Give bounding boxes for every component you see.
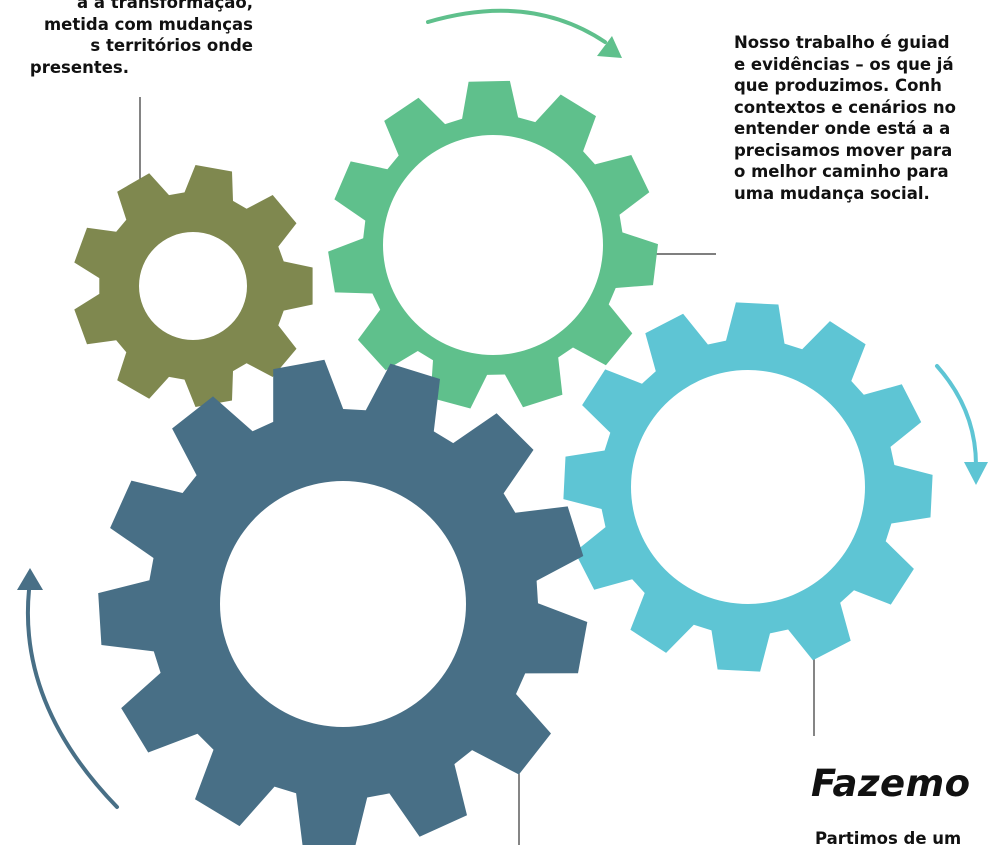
text-line: metida com mudanças bbox=[43, 14, 253, 34]
navy-gear-icon bbox=[98, 359, 588, 845]
teal-arrow-head bbox=[964, 462, 988, 485]
top-left-paragraph: a a transformação, metida com mudanças s… bbox=[0, 0, 253, 78]
green-arrow-head bbox=[597, 36, 622, 58]
teal-arrow-icon bbox=[935, 364, 978, 467]
text-line: o melhor caminho para bbox=[734, 162, 949, 181]
text-line: presentes. bbox=[29, 57, 129, 77]
text-line: s territórios onde bbox=[90, 36, 253, 55]
green-gear-icon bbox=[328, 80, 658, 409]
teal-gear-icon bbox=[563, 302, 933, 672]
text-line: e evidências – os que já bbox=[734, 54, 954, 74]
text-line: precisamos mover para bbox=[734, 140, 953, 160]
text-line: Nosso trabalho é guiad bbox=[734, 33, 950, 52]
bottom-right-paragraph: Partimos de um bbox=[815, 829, 962, 848]
top-right-paragraph: Nosso trabalho é guiad e evidências – os… bbox=[734, 32, 956, 204]
navy-arrow-icon bbox=[25, 588, 119, 809]
text-line: a a transformação, bbox=[77, 0, 253, 12]
text-line: entender onde está a a bbox=[734, 119, 951, 138]
navy-arrow-head bbox=[17, 568, 43, 590]
olive-gear-icon bbox=[74, 165, 313, 407]
section-heading: Fazemo bbox=[811, 762, 971, 805]
text-line: que produzimos. Conh bbox=[734, 76, 942, 95]
text-line: contextos e cenários no bbox=[734, 97, 956, 117]
green-arrow-icon bbox=[426, 8, 607, 44]
text-line: uma mudança social. bbox=[734, 183, 930, 203]
